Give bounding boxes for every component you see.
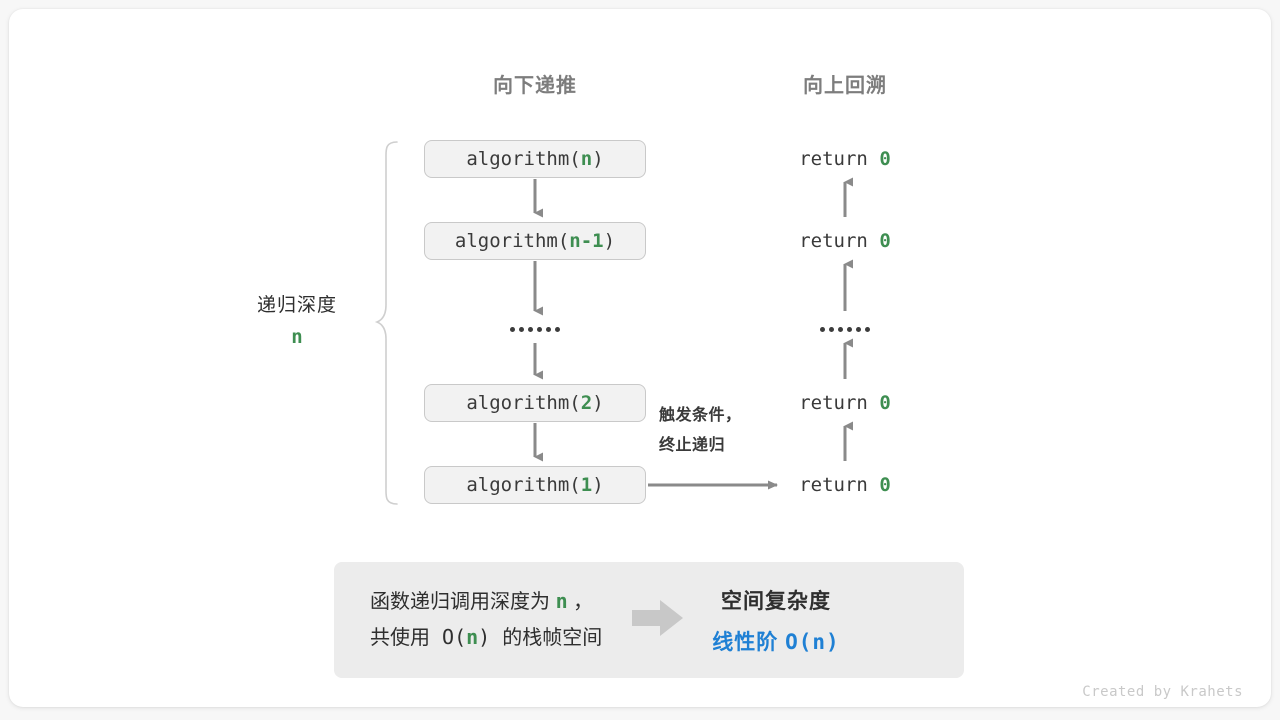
recursion-depth-brace — [374, 141, 398, 505]
base-case-note: 触发条件， 终止递归 — [659, 401, 742, 461]
dot — [555, 327, 560, 332]
summary-line-1: 函数递归调用深度为 n ， — [370, 584, 602, 620]
summary-line-1-var: n — [555, 589, 568, 613]
return-keyword-1: return — [799, 148, 868, 170]
summary-line-2-pre: 共使用 O( — [370, 625, 467, 649]
dot — [847, 327, 852, 332]
call-box-2-name: algorithm( — [466, 392, 581, 414]
return-statement-3: return 0 — [799, 392, 891, 414]
dot — [510, 327, 515, 332]
thick-right-arrow-icon — [632, 599, 684, 642]
call-box-n-arg: n — [580, 148, 593, 170]
return-keyword-4: return — [799, 474, 868, 496]
ellipsis-dots-right — [820, 327, 870, 332]
space-complexity-value: 线性阶 O(n) — [712, 626, 839, 656]
return-value-2: 0 — [879, 230, 891, 252]
diagram-card: 向下递推 向上回溯 — [9, 9, 1271, 707]
dot — [820, 327, 825, 332]
call-box-1-arg: 1 — [580, 474, 593, 496]
dot — [829, 327, 834, 332]
dot — [528, 327, 533, 332]
column-header-backtrack-up: 向上回溯 — [803, 75, 887, 97]
column-header-recurse-down: 向下递推 — [493, 75, 577, 97]
return-value-4: 0 — [879, 474, 891, 496]
return-value-1: 0 — [879, 148, 891, 170]
summary-line-1-pre: 函数递归调用深度为 — [370, 591, 556, 613]
summary-line-2: 共使用 O(n) 的栈帧空间 — [370, 620, 602, 656]
complexity-summary-result: 空间复杂度 线性阶 O(n) — [712, 585, 839, 656]
summary-line-2-post: ) 的栈帧空间 — [478, 625, 603, 649]
call-box-n-minus-1-close: ) — [603, 230, 616, 252]
return-statement-4: return 0 — [799, 474, 891, 496]
call-box-n-minus-1-arg: n-1 — [569, 230, 604, 252]
call-box-1-name: algorithm( — [466, 474, 581, 496]
watermark-credit: Created by Krahets — [1082, 684, 1243, 700]
recursion-depth-label: 递归深度 n — [257, 290, 337, 348]
complexity-summary-description: 函数递归调用深度为 n ， 共使用 O(n) 的栈帧空间 — [370, 584, 602, 656]
call-box-n-minus-1-name: algorithm( — [454, 230, 570, 252]
base-case-note-line2: 终止递归 — [659, 437, 726, 454]
space-complexity-title: 空间复杂度 — [720, 589, 831, 613]
dot — [537, 327, 542, 332]
return-statement-2: return 0 — [799, 230, 891, 252]
dot — [838, 327, 843, 332]
dot — [865, 327, 870, 332]
call-box-n-name: algorithm( — [466, 148, 581, 170]
complexity-summary-panel: 函数递归调用深度为 n ， 共使用 O(n) 的栈帧空间 空间复杂度 线性阶 O… — [334, 562, 964, 678]
call-box-2-arg: 2 — [580, 392, 593, 414]
call-box-2[interactable]: algorithm(2) — [424, 384, 646, 422]
dot — [519, 327, 524, 332]
summary-line-1-post: ， — [567, 591, 594, 613]
return-keyword-2: return — [799, 230, 868, 252]
return-keyword-3: return — [799, 392, 868, 414]
space-complexity-notation: O(n) — [785, 629, 840, 654]
ellipsis-dots-left — [510, 327, 560, 332]
call-box-n-close: ) — [592, 148, 604, 170]
return-statement-1: return 0 — [799, 148, 891, 170]
dot — [546, 327, 551, 332]
recursion-depth-text: 递归深度 — [256, 295, 338, 316]
space-complexity-order: 线性阶 — [712, 630, 786, 654]
dot — [856, 327, 861, 332]
call-box-1-close: ) — [592, 474, 604, 496]
call-box-2-close: ) — [592, 392, 604, 414]
base-case-note-line1: 触发条件， — [659, 407, 742, 424]
call-box-n[interactable]: algorithm(n) — [424, 140, 646, 178]
call-box-1[interactable]: algorithm(1) — [424, 466, 646, 504]
summary-line-2-var: n — [466, 625, 479, 649]
return-value-3: 0 — [879, 392, 891, 414]
recursion-depth-value: n — [291, 326, 303, 348]
call-box-n-minus-1[interactable]: algorithm(n-1) — [424, 222, 646, 260]
